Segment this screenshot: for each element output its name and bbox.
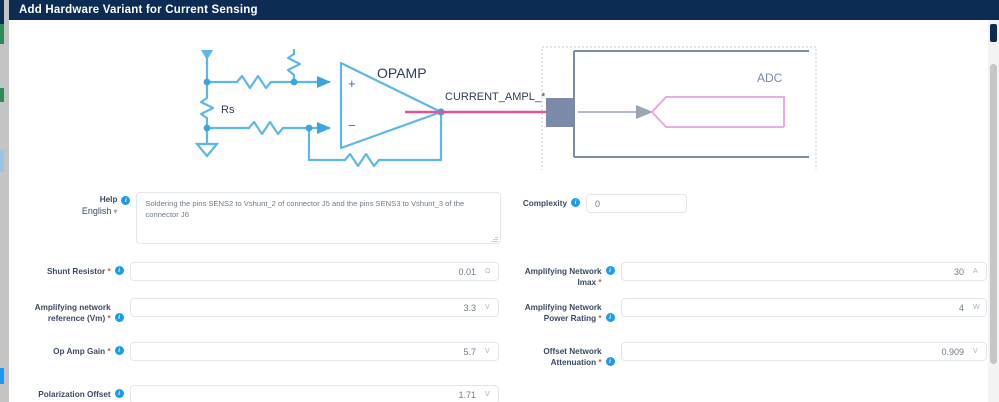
required-marker: * (598, 358, 602, 367)
amplifying-network-reference-label: Amplifying network reference (Vm) (34, 303, 111, 323)
op-amp-gain-label: Op Amp Gain (53, 347, 106, 356)
offset-network-attenuation-value: 0.909 (941, 346, 964, 357)
amplifying-network-power-rating-label: Amplifying Network Power Rating (524, 303, 602, 323)
background-page-strip (0, 0, 9, 402)
amplifying-network-imax-unit: A (973, 268, 978, 275)
amplifying-network-power-rating-input[interactable]: 4 W (620, 298, 987, 317)
required-marker: * (598, 278, 602, 287)
svg-text:−: − (348, 118, 356, 133)
shunt-resistor-input[interactable]: 0.01 Ω (129, 262, 499, 281)
help-language-select[interactable]: English▾ (61, 205, 118, 218)
polarization-offset-value: 1.71 (458, 389, 476, 400)
dialog-body: + − OPAMP Rs CURRENT_AMPL_* (9, 20, 999, 402)
shunt-resistor-unit: Ω (485, 268, 491, 275)
amplifying-network-reference-info-icon[interactable]: i (114, 313, 124, 322)
polarization-offset-info-icon[interactable]: i (114, 389, 124, 398)
field-help: Help English▾ i Soldering the pins SENS2… (61, 192, 501, 244)
op-amp-gain-value: 5.7 (463, 346, 476, 357)
scrollbar-thumb[interactable] (990, 64, 997, 364)
svg-text:+: + (348, 76, 356, 91)
complexity-label: Complexity (522, 199, 567, 208)
op-amp-gain-unit: V (485, 348, 490, 355)
offset-network-attenuation-info-icon[interactable]: i (605, 357, 615, 366)
page-title: Add Hardware Variant for Current Sensing (19, 4, 258, 16)
amplifying-network-reference-input[interactable]: 3.3 V (129, 298, 499, 317)
amplifying-network-imax-label: Amplifying Network Imax (524, 267, 602, 287)
field-complexity: Complexity i 0 (509, 194, 721, 213)
polarization-offset-label: Polarization Offset (38, 390, 111, 399)
field-shunt-resistor: Shunt Resistor * i 0.01 Ω (33, 262, 499, 281)
field-polarization-offset: Polarization Offset * i 1.71 V (33, 385, 499, 402)
field-op-amp-gain: Op Amp Gain * i 5.7 V (33, 342, 499, 361)
complexity-info-icon[interactable]: i (571, 198, 580, 207)
op-amp-gain-input[interactable]: 5.7 V (129, 342, 499, 361)
field-amplifying-network-reference: Amplifying network reference (Vm) * i 3.… (33, 298, 499, 324)
amplifying-network-reference-value: 3.3 (463, 302, 476, 313)
scrollbar-top-marker (990, 24, 997, 42)
help-label: Help (99, 195, 118, 204)
resize-grip-icon[interactable] (491, 235, 498, 242)
required-marker: * (107, 347, 111, 356)
amplifying-network-imax-value: 30 (953, 266, 964, 277)
required-marker: * (107, 267, 111, 276)
amplifying-network-imax-input[interactable]: 30 A (620, 262, 987, 281)
op-amp-gain-info-icon[interactable]: i (114, 346, 124, 355)
complexity-value: 0 (595, 198, 601, 209)
chevron-down-icon: ▾ (113, 207, 118, 216)
current-sensing-schematic: + − OPAMP Rs CURRENT_AMPL_* (9, 20, 999, 176)
svg-text:ADC: ADC (757, 71, 783, 85)
complexity-input[interactable]: 0 (586, 194, 687, 213)
field-amplifying-network-power-rating: Amplifying Network Power Rating * i 4 W (509, 298, 987, 324)
help-textarea[interactable]: Soldering the pins SENS2 to Vshunt_2 of … (136, 192, 501, 244)
offset-network-attenuation-label: Offset Network Attenuation (543, 347, 602, 367)
svg-text:Rs: Rs (221, 104, 235, 116)
offset-network-attenuation-input[interactable]: 0.909 V (620, 342, 987, 361)
vertical-scrollbar[interactable] (988, 20, 999, 402)
required-marker: * (598, 314, 602, 323)
amplifying-network-reference-unit: V (485, 304, 490, 311)
svg-text:OPAMP: OPAMP (377, 65, 427, 81)
field-amplifying-network-imax: Amplifying Network Imax * i 30 A (509, 262, 987, 288)
dialog-title-bar: Add Hardware Variant for Current Sensing (9, 0, 999, 20)
help-language-value: English (81, 206, 112, 216)
offset-network-attenuation-unit: V (973, 348, 978, 355)
amplifying-network-imax-info-icon[interactable]: i (605, 266, 615, 275)
svg-text:CURRENT_AMPL_*: CURRENT_AMPL_* (445, 91, 546, 103)
polarization-offset-input[interactable]: 1.71 V (129, 385, 499, 402)
field-offset-network-attenuation: Offset Network Attenuation * i 0.909 V (509, 342, 987, 368)
help-info-icon[interactable]: i (121, 196, 131, 205)
shunt-resistor-value: 0.01 (458, 266, 476, 277)
amplifying-network-power-rating-info-icon[interactable]: i (605, 313, 615, 322)
amplifying-network-power-rating-value: 4 (958, 302, 964, 313)
amplifying-network-power-rating-unit: W (973, 304, 980, 311)
shunt-resistor-label: Shunt Resistor (46, 267, 106, 276)
help-textarea-value: Soldering the pins SENS2 to Vshunt_2 of … (145, 199, 465, 219)
hardware-variant-form: Help English▾ i Soldering the pins SENS2… (9, 170, 987, 402)
shunt-resistor-info-icon[interactable]: i (114, 266, 124, 275)
required-marker: * (107, 314, 111, 323)
polarization-offset-unit: V (485, 391, 490, 398)
